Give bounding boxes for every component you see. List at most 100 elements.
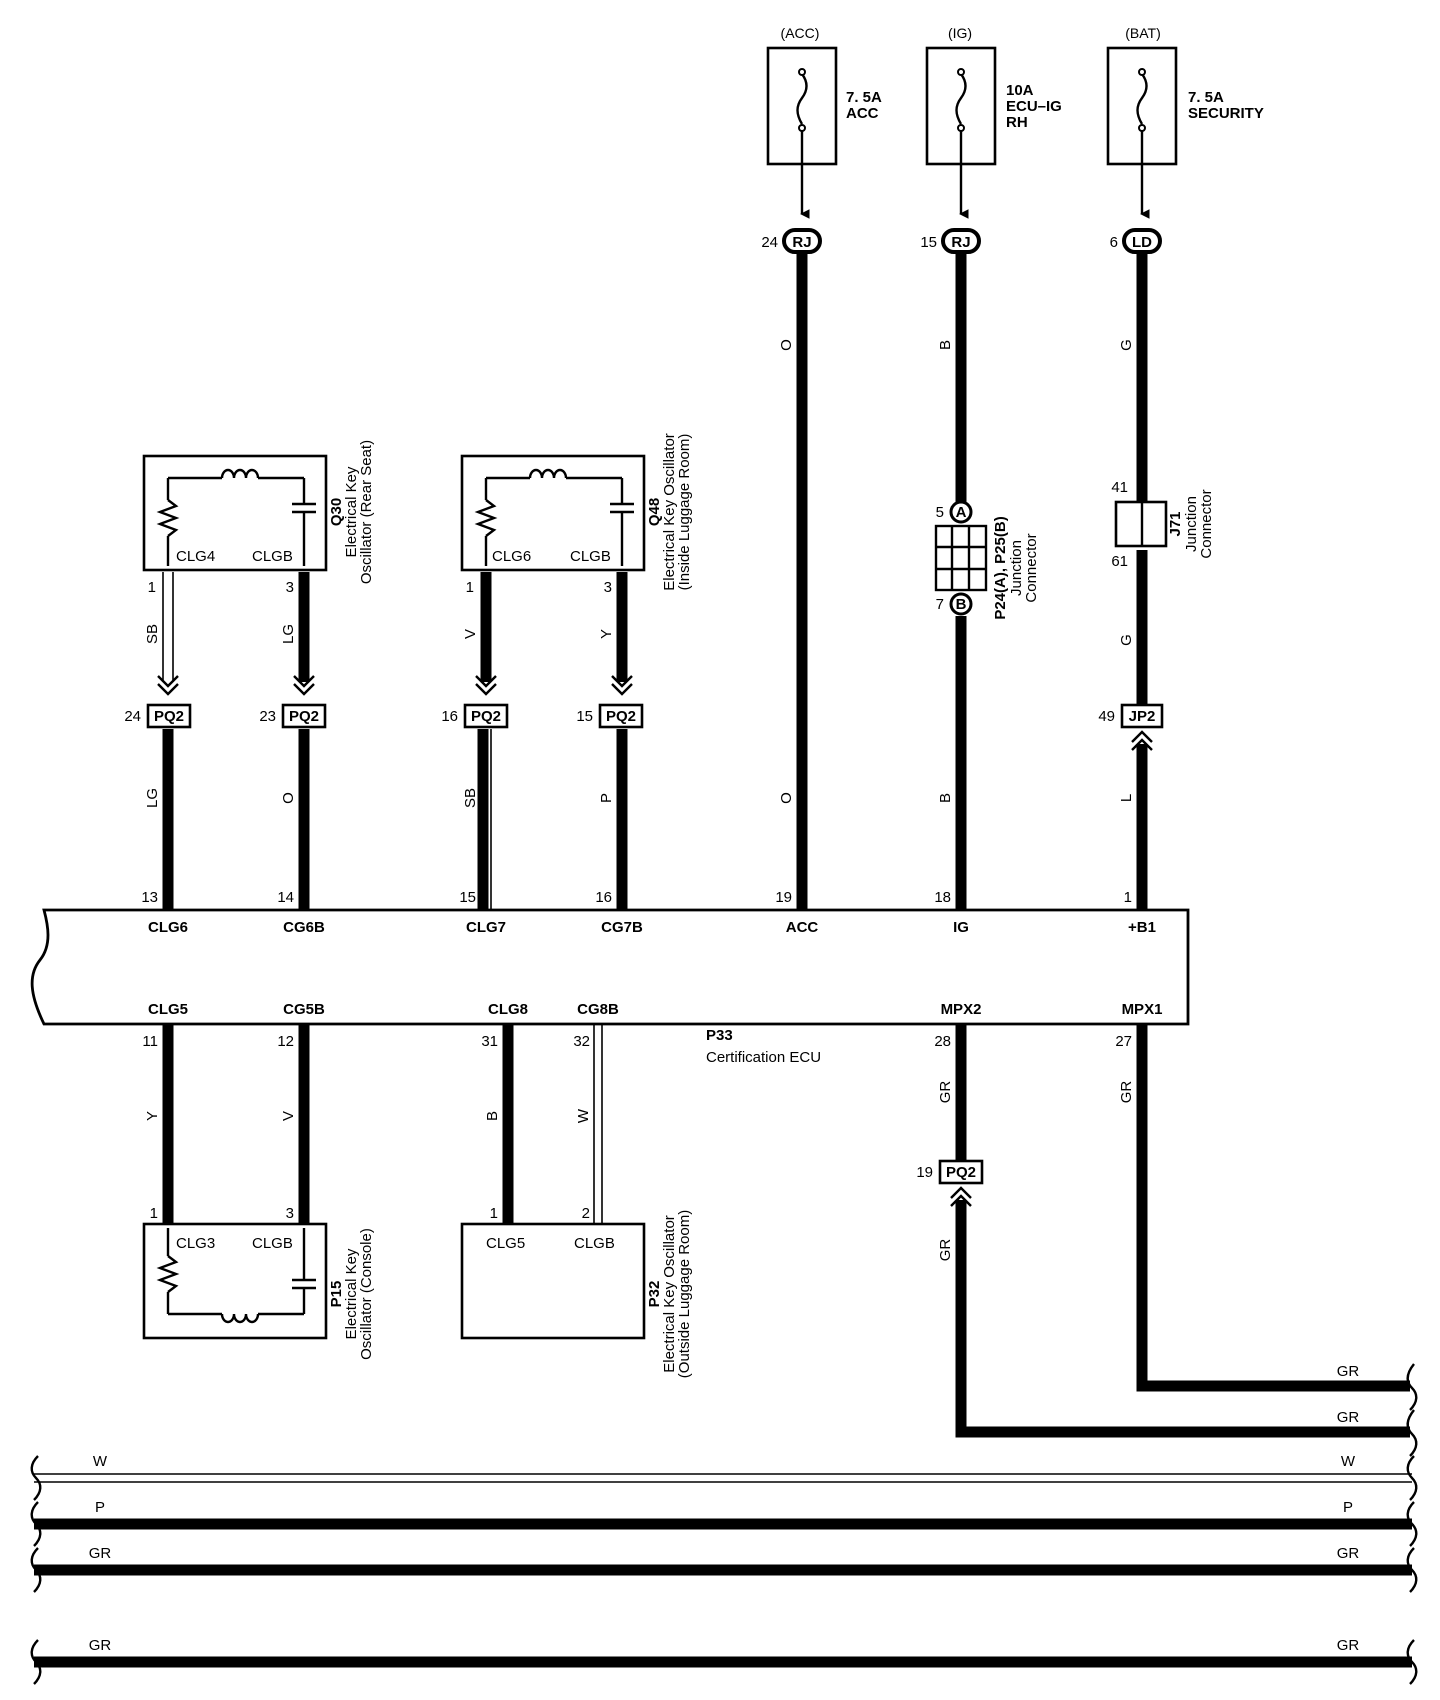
wire-p32-pin2-w: W — [575, 1024, 603, 1236]
pin-number: 3 — [286, 579, 294, 596]
wire-mpx1: GR — [1118, 1024, 1410, 1392]
junction-label-a: A — [956, 504, 967, 521]
ecu-pin-number: 15 — [459, 889, 476, 906]
connector-code: PQ2 — [606, 708, 636, 725]
fuse-rating: 10A — [1006, 82, 1034, 99]
wire-color-label: GR — [937, 1081, 954, 1104]
fuse-source-label: (ACC) — [781, 25, 820, 41]
ecu-terminal: CG5B — [283, 1001, 325, 1018]
connector-code: JP2 — [1129, 708, 1156, 725]
fuse-source-label: (IG) — [948, 25, 972, 41]
junction-code: P24(A), P25(B) — [992, 516, 1009, 619]
ecu-terminal: MPX2 — [941, 1001, 982, 1018]
bus-line-p: P P — [30, 1499, 1418, 1547]
bus-line-gr-bottom: GR GR — [30, 1637, 1418, 1685]
ecu-name: Certification ECU — [706, 1049, 821, 1066]
ecu-terminal: CG6B — [283, 919, 325, 936]
component-name: Electrical Key — [343, 466, 360, 557]
break-mark-icon — [1406, 1409, 1418, 1457]
fuse-icon — [796, 73, 808, 125]
ecu-pin-number: 11 — [142, 1033, 158, 1050]
connector-code: PQ2 — [471, 708, 501, 725]
ecu-code: P33 — [706, 1027, 733, 1044]
component-name: Electrical Key Oscillator — [661, 433, 678, 591]
fuse-icon — [955, 73, 967, 125]
wire-color-label: SB — [144, 624, 161, 644]
coil-icon — [220, 1313, 260, 1324]
wire-color-label: W — [575, 1108, 592, 1123]
connector-pin: 24 — [124, 708, 141, 725]
bus-color-right: GR — [1337, 1545, 1360, 1562]
connector-pq2-24: PQ2 24 — [124, 703, 192, 729]
fuse-name: ACC — [846, 105, 879, 122]
junction-name: Connector — [1023, 533, 1040, 602]
connector-code: RJ — [792, 234, 811, 251]
oscillator-q48: CLG6 CLGB Q48 Electrical Key Oscillator … — [460, 433, 693, 596]
component-name: Oscillator (Console) — [358, 1228, 375, 1360]
ecu-pin-number: 14 — [277, 889, 294, 906]
wire-color-label: Y — [598, 629, 615, 639]
fuse-rating: 7. 5A — [1188, 89, 1224, 106]
pin-number: 1 — [148, 579, 156, 596]
wire-color-label: LG — [280, 624, 297, 644]
connector-rj-ig: RJ 15 — [920, 228, 981, 254]
coil-icon — [220, 468, 260, 479]
wire-q48-pin3-y: Y — [598, 572, 633, 696]
break-mark-icon — [1406, 1501, 1418, 1547]
connector-code: LD — [1132, 234, 1152, 251]
connector-code: PQ2 — [154, 708, 184, 725]
connector-rj-acc: RJ 24 — [761, 228, 822, 254]
ecu-pin-number: 32 — [573, 1033, 590, 1050]
ecu-pin-number: 31 — [481, 1033, 498, 1050]
wire-color-label: P — [598, 793, 615, 803]
ecu-pin-number: 27 — [1115, 1033, 1132, 1050]
bus-color-right: W — [1341, 1453, 1356, 1470]
fuse-rating: 7. 5A — [846, 89, 882, 106]
terminal-label: CLG6 — [492, 548, 531, 565]
wire-color-label: GR — [1118, 1081, 1135, 1104]
connector-pin: 15 — [920, 234, 937, 251]
fuse-acc: (ACC) 7. 5A ACC — [766, 25, 882, 219]
ecu-terminal: CLG7 — [466, 919, 506, 936]
ecu-pin-number: 13 — [141, 889, 158, 906]
ecu-pin-number: 16 — [595, 889, 612, 906]
bus-line-w: W W — [30, 1453, 1418, 1501]
bus-line-gr: GR GR — [30, 1545, 1418, 1593]
bus-color-left: P — [95, 1499, 105, 1516]
junction-connector-j71: 41 61 J71 Junction Connector — [1111, 479, 1215, 570]
ecu-pin-number: 12 — [277, 1033, 294, 1050]
break-mark-icon — [30, 1547, 42, 1593]
bus-color-left: W — [93, 1453, 108, 1470]
junction-pin: 5 — [936, 504, 944, 521]
wire-color-label: G — [1118, 634, 1135, 646]
wire-color-label: B — [484, 1111, 501, 1121]
junction-pin: 41 — [1111, 479, 1128, 496]
oscillator-p15: CLG3 CLGB 1 3 P15 Electrical Key Oscilla… — [142, 1205, 375, 1360]
ecu-terminal: MPX1 — [1122, 1001, 1163, 1018]
ecu-terminal: ACC — [786, 919, 819, 936]
component-code: Q48 — [646, 498, 663, 526]
ecu-terminal: CG7B — [601, 919, 643, 936]
connector-pin: 16 — [441, 708, 458, 725]
connector-pq2-16: PQ2 16 — [441, 703, 509, 729]
wire-color-label: L — [1118, 794, 1135, 802]
wire-color-label: B — [937, 793, 954, 803]
wire-color-label: SB — [462, 788, 479, 808]
wire-color-label: LG — [144, 788, 161, 808]
wire-color-label: V — [280, 1111, 297, 1121]
connector-pq2-23: PQ2 23 — [259, 703, 327, 729]
component-name: (Inside Luggage Room) — [676, 434, 693, 591]
pin-number: 1 — [150, 1205, 158, 1222]
ecu-p33: 13 CLG6 14 CG6B 15 CLG7 16 CG7B 19 ACC 1… — [30, 889, 1190, 1050]
component-name: (Outside Luggage Room) — [676, 1210, 693, 1378]
connector-pin: 15 — [576, 708, 593, 725]
wire-q48-pin1-v: V — [462, 572, 497, 696]
coil-icon — [528, 468, 568, 479]
connector-code: PQ2 — [946, 1164, 976, 1181]
ecu-terminal: CG8B — [577, 1001, 619, 1018]
component-name: Oscillator (Rear Seat) — [358, 440, 375, 584]
wire-color-label: V — [462, 629, 479, 639]
junction-name: Junction — [1183, 496, 1200, 552]
junction-code: J71 — [1167, 511, 1184, 536]
wire-color-label: G — [1118, 339, 1135, 351]
